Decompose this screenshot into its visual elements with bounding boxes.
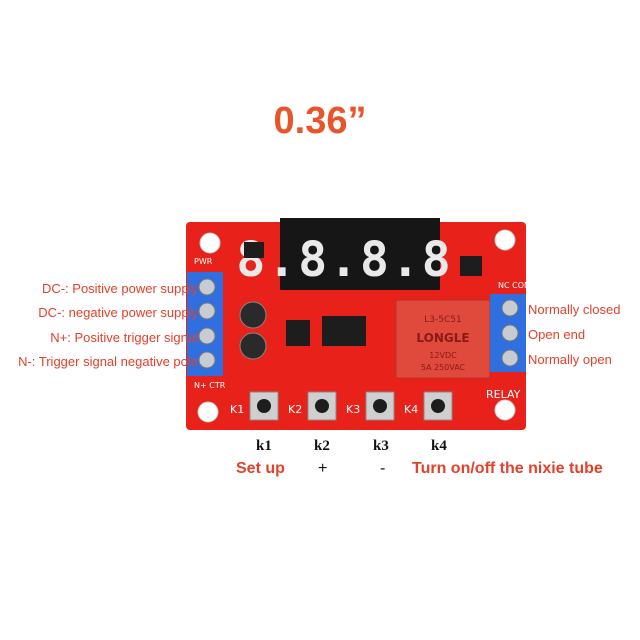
relay-label: RELAY <box>486 388 521 401</box>
screw <box>501 299 519 317</box>
left-label-2: DC-: negative power supply <box>38 305 198 320</box>
svg-text:K2: K2 <box>288 403 302 416</box>
key-name-k2: k2 <box>314 438 330 454</box>
relay-brand: LONGLE <box>416 331 469 345</box>
display-size-title: 0.36” <box>273 100 367 142</box>
relay-text: 12VDC <box>429 351 457 360</box>
svg-text:K3: K3 <box>346 403 360 416</box>
screw <box>198 327 216 345</box>
screw <box>501 349 519 367</box>
button-k3: K3 <box>346 391 395 421</box>
screw <box>198 278 216 296</box>
button-k1: K1 <box>230 391 279 421</box>
button-k2: K2 <box>288 391 337 421</box>
optocoupler-chip <box>286 320 310 346</box>
right-label-3: Normally open <box>528 352 612 367</box>
seven-segment-display <box>280 218 440 290</box>
svg-text:K1: K1 <box>230 403 244 416</box>
left-screws <box>198 278 216 369</box>
terminal-label: N+ CTR <box>194 381 226 390</box>
terminal-label: NC COM <box>498 281 531 290</box>
relay-text: 5A 250VAC <box>421 363 466 372</box>
mounting-hole <box>494 399 516 421</box>
right-screws <box>501 299 519 367</box>
function-setup: Set up <box>236 460 285 477</box>
key-name-k4: k4 <box>431 438 447 454</box>
mounting-hole <box>199 232 221 254</box>
capacitor <box>239 301 267 329</box>
screw <box>198 302 216 320</box>
svg-text:K4: K4 <box>404 403 418 416</box>
function-plus: + <box>318 460 328 477</box>
left-label-4: N-: Trigger signal negative pole <box>18 354 198 369</box>
button-k4: K4 <box>404 391 453 421</box>
screw <box>501 324 519 342</box>
transistor-chip <box>460 256 482 276</box>
left-label-1: DC-: Positive power supply <box>41 281 198 296</box>
left-label-3: N+: Positive trigger signal <box>50 330 198 345</box>
key-name-k1: k1 <box>256 438 272 454</box>
voltage-regulator <box>244 242 264 258</box>
microcontroller-chip <box>322 316 366 346</box>
key-name-k3: k3 <box>373 438 389 454</box>
function-display-toggle: Turn on/off the nixie tube <box>412 460 603 477</box>
terminal-label: PWR <box>194 257 213 266</box>
mounting-hole <box>494 229 516 251</box>
relay-text: L3-5C51 <box>424 315 461 325</box>
display-digits: 8.8.8.8. <box>236 232 483 288</box>
function-minus: - <box>380 460 386 477</box>
screw <box>198 351 216 369</box>
capacitor <box>239 332 267 360</box>
mounting-hole <box>197 401 219 423</box>
right-label-2: Open end <box>528 327 586 342</box>
right-label-1: Normally closed <box>528 302 621 317</box>
